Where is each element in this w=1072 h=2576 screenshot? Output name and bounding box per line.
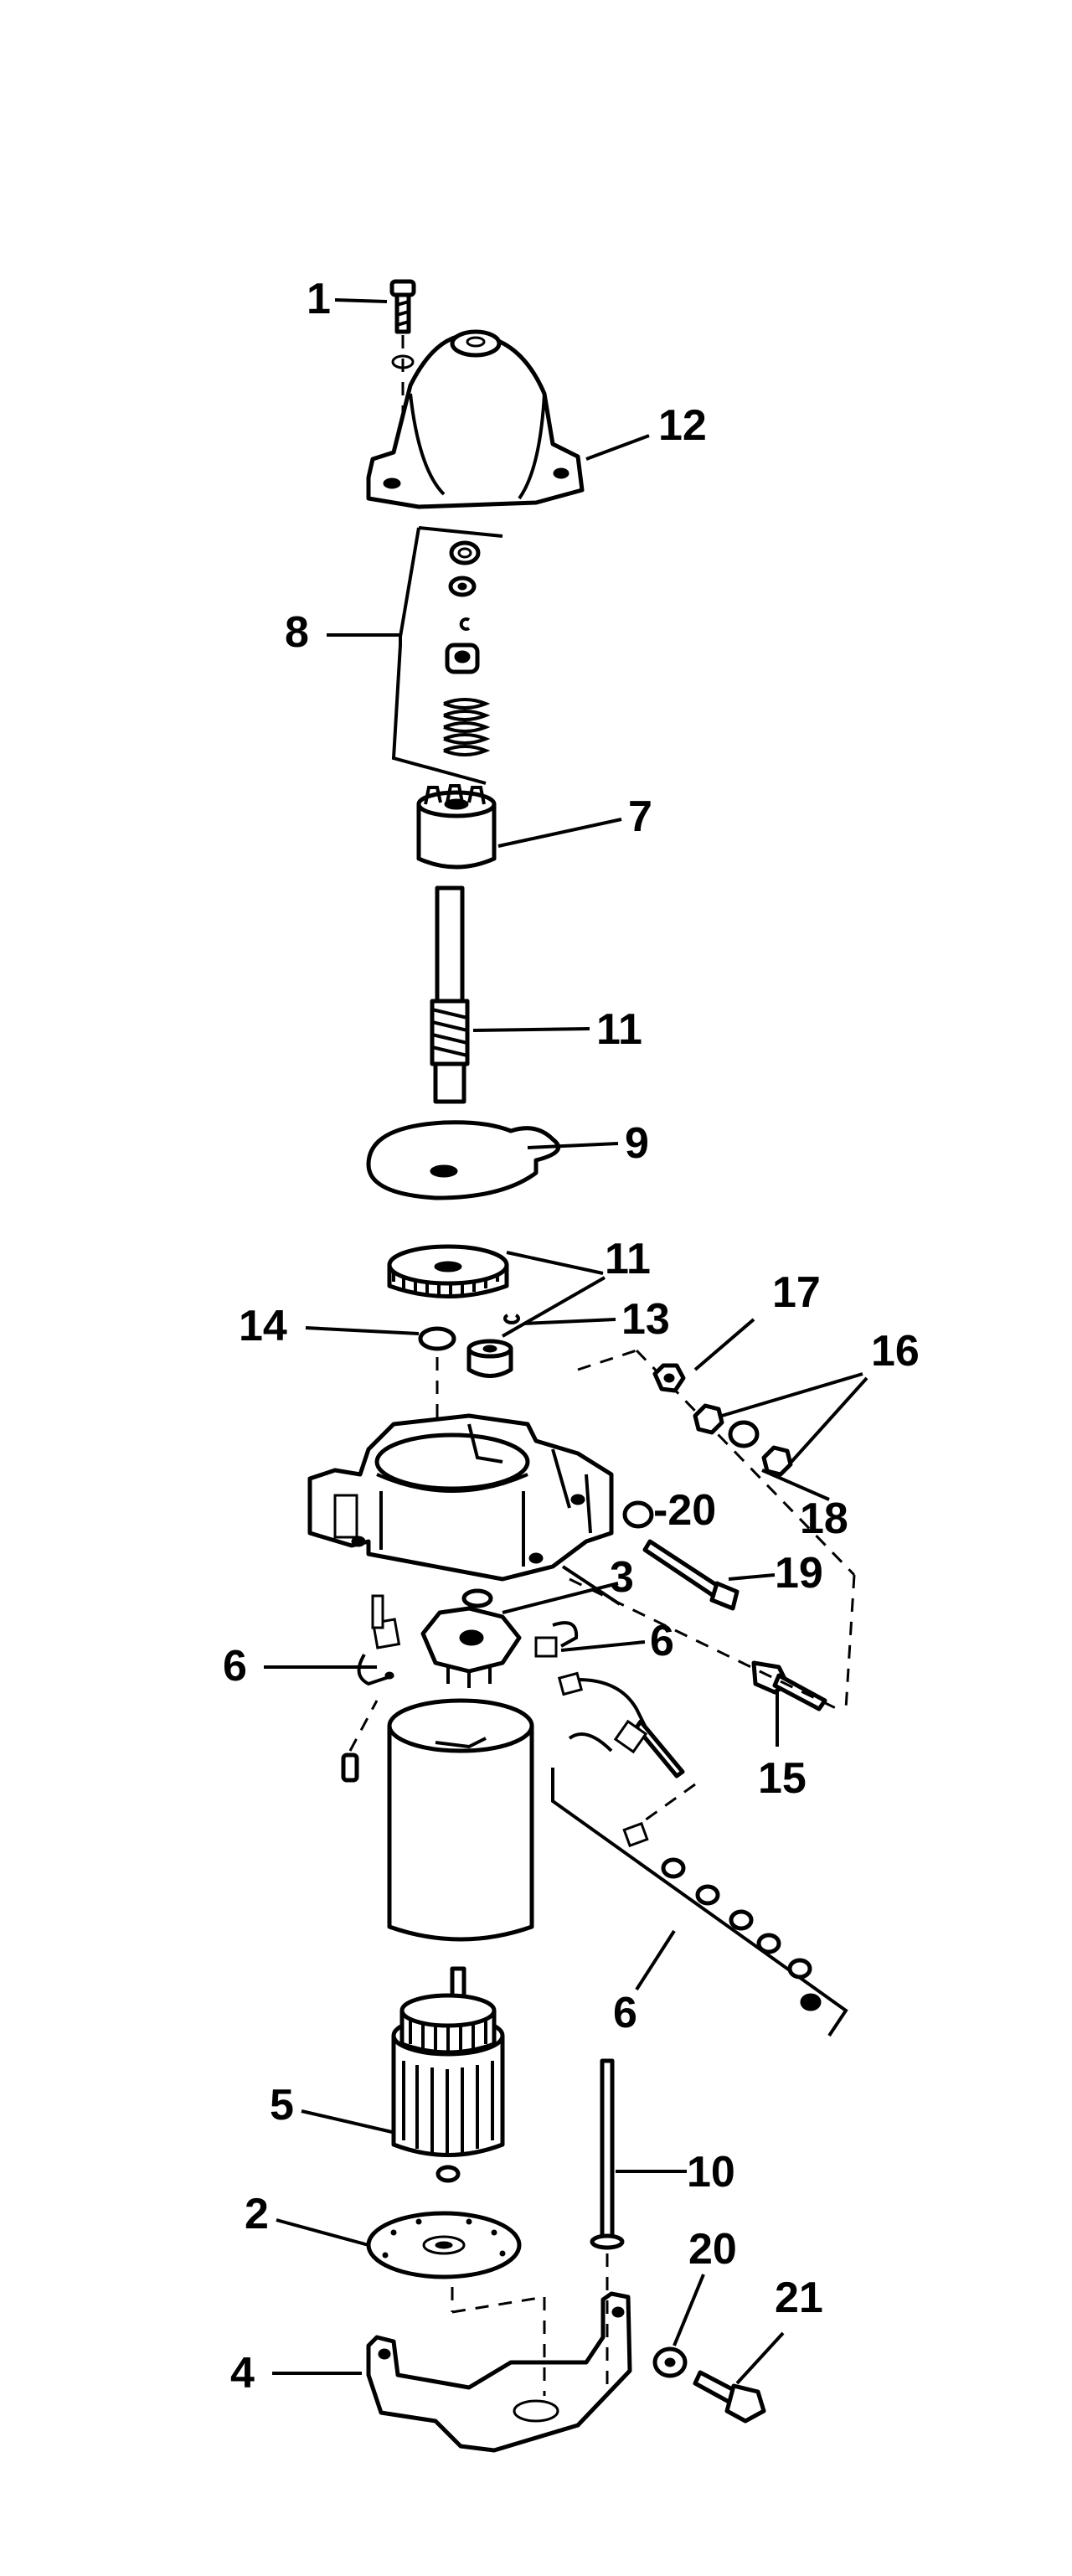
part-3-brush-plate	[420, 1588, 522, 1688]
callout-8: 8	[285, 608, 309, 657]
part-6-brushes	[341, 1594, 579, 1783]
part-8-drive-kit	[391, 526, 503, 785]
callout-4: 4	[230, 2349, 255, 2398]
callout-12: 12	[658, 401, 707, 450]
callout-17: 17	[772, 1268, 821, 1317]
part-21-bolt	[693, 2370, 766, 2424]
callout-15: 15	[758, 1754, 807, 1803]
callout-2: 2	[245, 2190, 269, 2238]
callout-6-left: 6	[223, 1642, 247, 1691]
callout-6-lower: 6	[613, 1989, 637, 2037]
part-5-armature	[391, 1966, 505, 2183]
part-14-washer	[418, 1326, 456, 1424]
callout-18: 18	[800, 1494, 848, 1543]
callout-16: 16	[871, 1327, 920, 1376]
callout-labels: 1 12 8 7 11 9 11 14 13 17 16 18 -20 3 19…	[223, 275, 920, 2398]
part-1-screw	[389, 279, 416, 469]
part-9-plate	[366, 1120, 561, 1200]
leader-lines	[264, 298, 868, 2385]
callout-20-lower: 20	[688, 2225, 737, 2274]
callout-14: 14	[239, 1302, 287, 1350]
callout-9: 9	[625, 1119, 649, 1168]
callout-11-shaft: 11	[596, 1005, 642, 1054]
part-20-washer	[622, 1500, 654, 1529]
callout-7: 7	[628, 792, 652, 841]
part-13-clip	[503, 1314, 520, 1324]
part-10-through-bolt	[590, 2058, 625, 2250]
callout-13: 13	[621, 1295, 670, 1344]
part-12-end-cap	[366, 329, 585, 509]
part-20-lower-washer	[652, 2346, 688, 2378]
part-2-end-plate	[366, 2211, 522, 2279]
callout-6-right: 6	[650, 1617, 674, 1665]
part-11-shaft	[430, 885, 470, 1104]
part-field-frame-can	[387, 1698, 534, 1942]
callout-10: 10	[687, 2148, 735, 2197]
part-4-mounting-bracket	[366, 2253, 632, 2453]
callout-11-gears: 11	[605, 1235, 651, 1283]
callout-21: 21	[775, 2274, 823, 2322]
callout-19: 19	[775, 1549, 823, 1598]
callout-20-upper: -20	[653, 1486, 716, 1535]
part-16-17-18-hardware	[577, 1349, 856, 1710]
part-11-gears	[387, 1244, 513, 1378]
callout-3: 3	[610, 1553, 634, 1602]
callout-1: 1	[307, 275, 331, 323]
part-6-terminal-kit	[551, 1671, 848, 2037]
callout-5: 5	[270, 2081, 294, 2129]
starter-frame-housing	[307, 1413, 614, 1582]
part-19-bolt	[642, 1539, 740, 1611]
part-7-pinion-gear	[416, 784, 497, 870]
